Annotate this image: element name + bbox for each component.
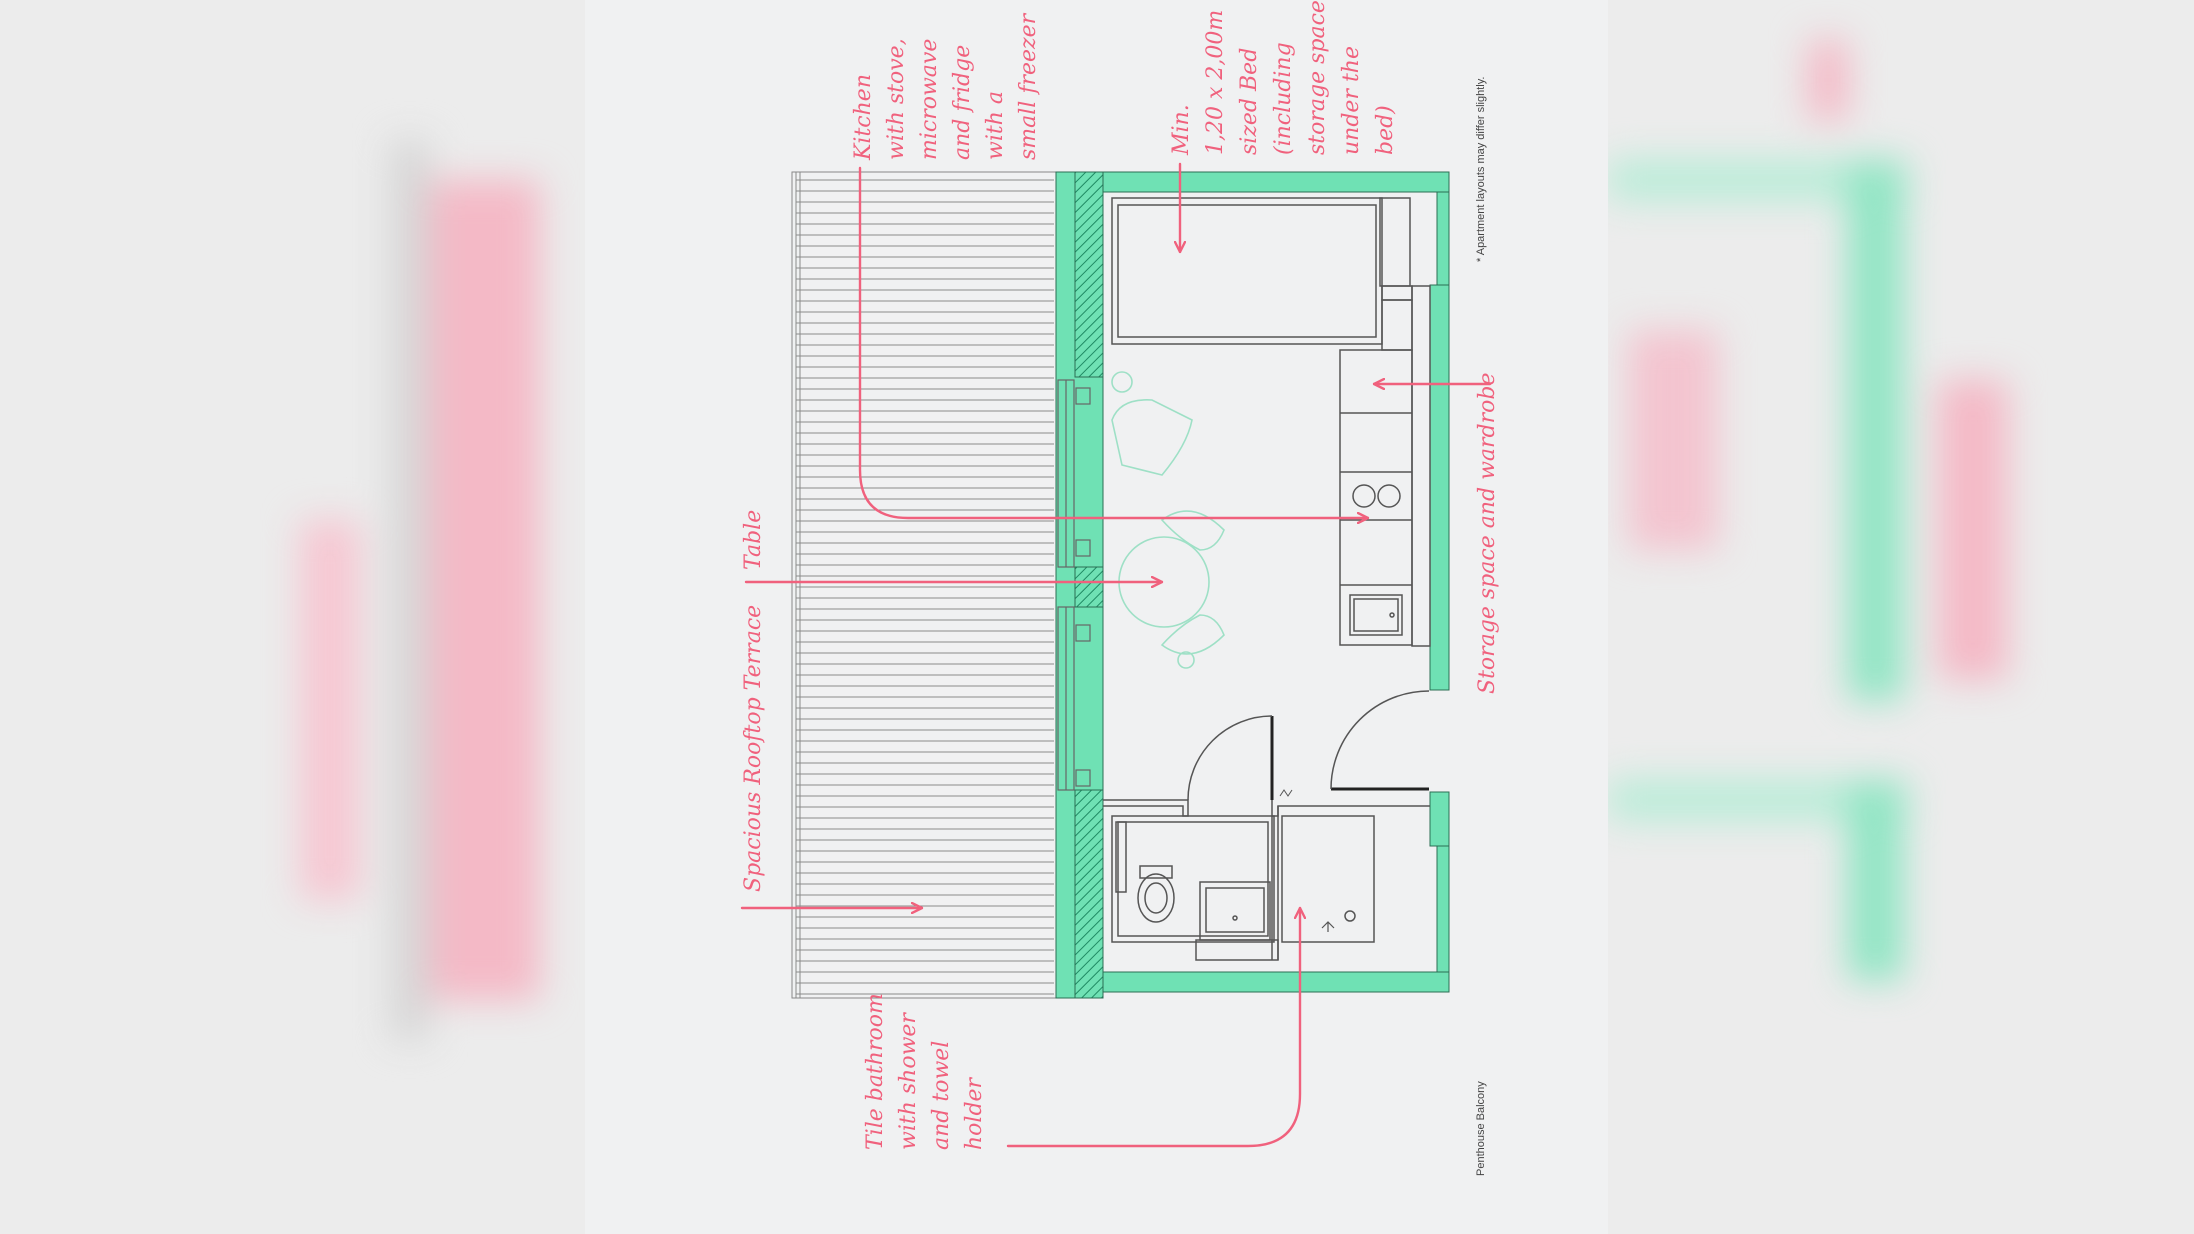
bed: [1111, 197, 1411, 345]
walls: [1055, 171, 1450, 999]
footnote: * Apartment layouts may differ slightly.: [1475, 77, 1487, 262]
table-note: Table: [741, 510, 766, 570]
plan-name: Penthouse Balcony: [1475, 1081, 1487, 1176]
terrace-outline: [791, 171, 1058, 999]
doors: [1187, 690, 1430, 801]
storage-note: Storage space and wardrobe: [1475, 373, 1500, 694]
left-blurred-background: [0, 0, 585, 1234]
terrace-note: Spacious Rooftop Terrace: [741, 605, 766, 892]
terrace-decking: [795, 172, 1054, 998]
kitchen-note: Kitchen with stove, microwave and fridge…: [851, 12, 1041, 161]
bed-note: Min. 1,20 x 2,00m sized Bed (including s…: [1169, 0, 1398, 156]
kitchen-arrow: [858, 166, 1370, 518]
bathroom-arrow: [1006, 906, 1300, 1148]
kitchen-counter: [1339, 285, 1431, 647]
annotation-arrows: [740, 162, 1492, 1148]
bathroom: [1103, 799, 1430, 961]
right-blurred-background: [1608, 0, 2194, 1234]
dining-set: [1111, 371, 1225, 669]
bathroom-note: Tile bathroom with shower and towel hold…: [863, 986, 987, 1150]
windows: [1057, 379, 1091, 791]
